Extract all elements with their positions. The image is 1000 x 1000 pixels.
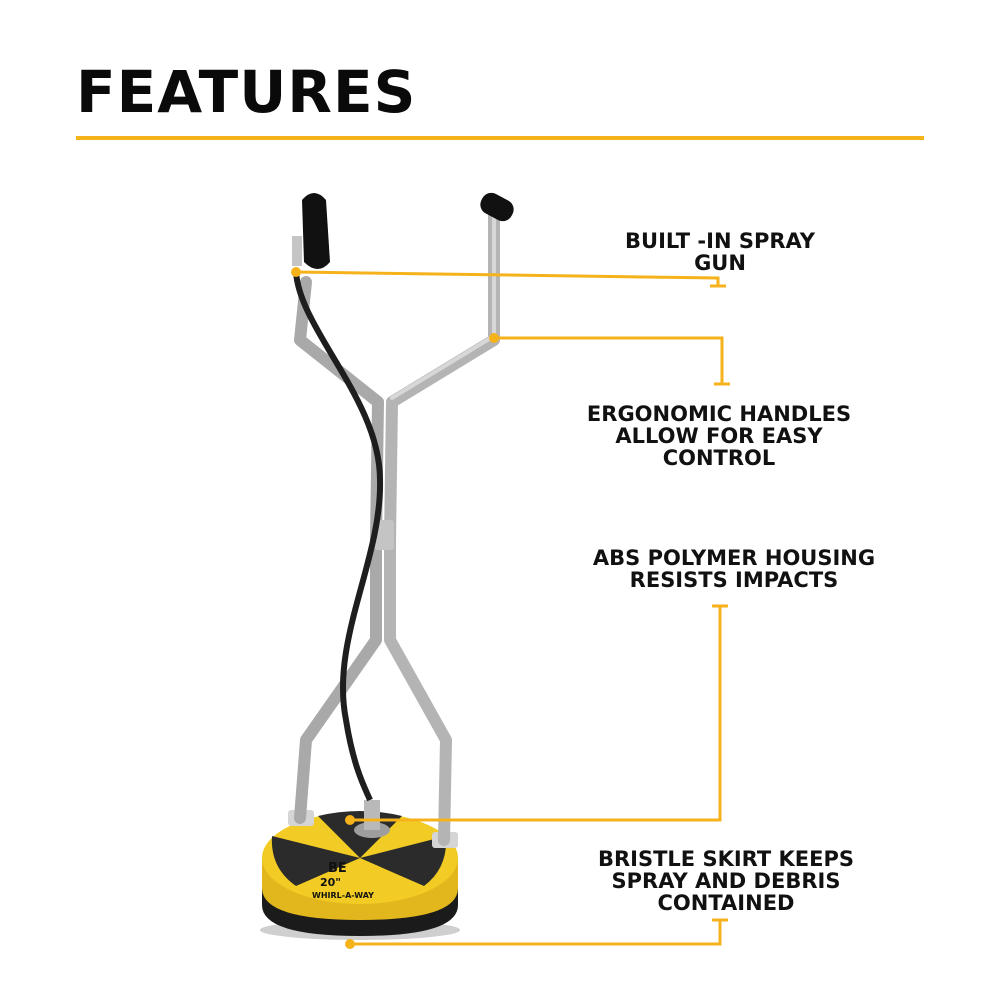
feature-label-bristle: BRISTLE SKIRT KEEPS SPRAY AND DEBRIS CON… [597,847,855,915]
callout-dot-spray-gun [291,267,301,277]
product-size-text: 20" [320,876,341,889]
callout-dot-housing [345,815,355,825]
feature-label-housing: ABS POLYMER HOUSING RESISTS IMPACTS [592,546,876,592]
title-divider [76,136,924,140]
callout-line-housing [350,606,722,822]
page-title: FEATURES [76,58,417,126]
feature-label-handles: ERGONOMIC HANDLES ALLOW FOR EASY CONTROL [586,402,852,470]
label-segment-right [360,836,447,886]
spray-gun-grip [302,193,330,269]
right-handle-grip [480,192,514,222]
feature-label-spray-gun: BUILT -IN SPRAY GUN [625,229,815,275]
callout-dot-handles [489,333,499,343]
hose [293,271,384,802]
product-name-text: WHIRL-A-WAY [312,891,374,900]
callout-line-spray-gun [295,270,720,286]
handle-tube-right [384,204,500,846]
callout-line-bristle [350,920,722,946]
label-segment-left [271,836,360,886]
brand-mark-text: BE [328,861,347,876]
callout-dot-bristle [345,939,355,949]
swivel-hub [364,800,380,830]
callout-line-handles [494,336,724,384]
handle-clamp [374,520,394,550]
spray-gun-fitting [292,236,302,266]
